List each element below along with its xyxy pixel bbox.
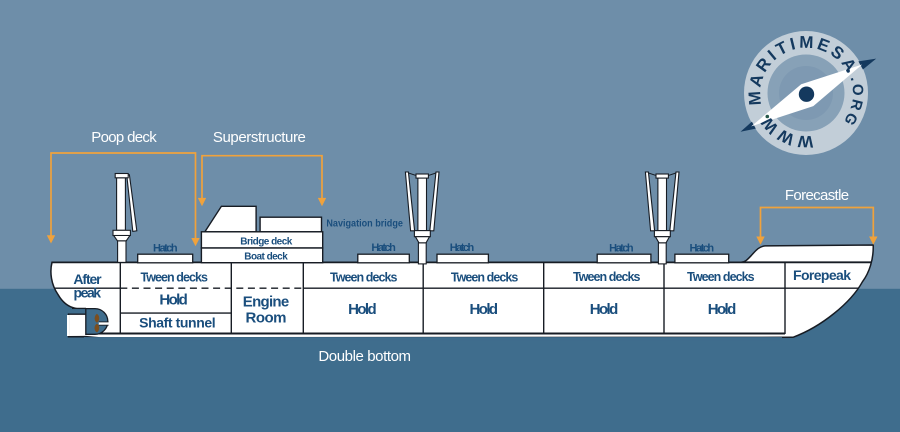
svg-text:Hatch: Hatch xyxy=(609,242,634,254)
svg-text:Hold: Hold xyxy=(470,301,499,318)
svg-text:peak: peak xyxy=(74,284,102,300)
svg-text:Hold: Hold xyxy=(159,292,188,309)
svg-text:Hatch: Hatch xyxy=(153,242,178,254)
svg-text:Tween decks: Tween decks xyxy=(451,271,519,285)
svg-text:Tween decks: Tween decks xyxy=(330,271,398,285)
svg-text:Hold: Hold xyxy=(348,301,377,318)
svg-text:Navigation bridge: Navigation bridge xyxy=(326,218,403,229)
svg-text:Hatch: Hatch xyxy=(450,242,475,254)
svg-text:Room: Room xyxy=(246,309,287,326)
svg-text:Hold: Hold xyxy=(590,301,619,318)
svg-text:After: After xyxy=(73,271,102,287)
svg-text:Hold: Hold xyxy=(708,301,737,318)
svg-text:Tween decks: Tween decks xyxy=(687,270,755,284)
svg-text:Poop deck: Poop deck xyxy=(91,129,157,146)
svg-text:Hatch: Hatch xyxy=(690,242,715,254)
svg-text:Forepeak: Forepeak xyxy=(793,267,851,283)
svg-text:Forecastle: Forecastle xyxy=(785,187,849,204)
svg-text:Superstructure: Superstructure xyxy=(213,129,306,146)
svg-text:Double bottom: Double bottom xyxy=(318,348,411,365)
svg-text:Engine: Engine xyxy=(243,294,289,311)
svg-text:Tween decks: Tween decks xyxy=(140,271,208,285)
svg-text:Hatch: Hatch xyxy=(371,242,396,254)
svg-text:Bridge deck: Bridge deck xyxy=(240,237,292,248)
svg-text:Boat deck: Boat deck xyxy=(244,251,288,262)
svg-text:Shaft tunnel: Shaft tunnel xyxy=(139,315,216,331)
svg-text:Tween decks: Tween decks xyxy=(573,270,641,284)
